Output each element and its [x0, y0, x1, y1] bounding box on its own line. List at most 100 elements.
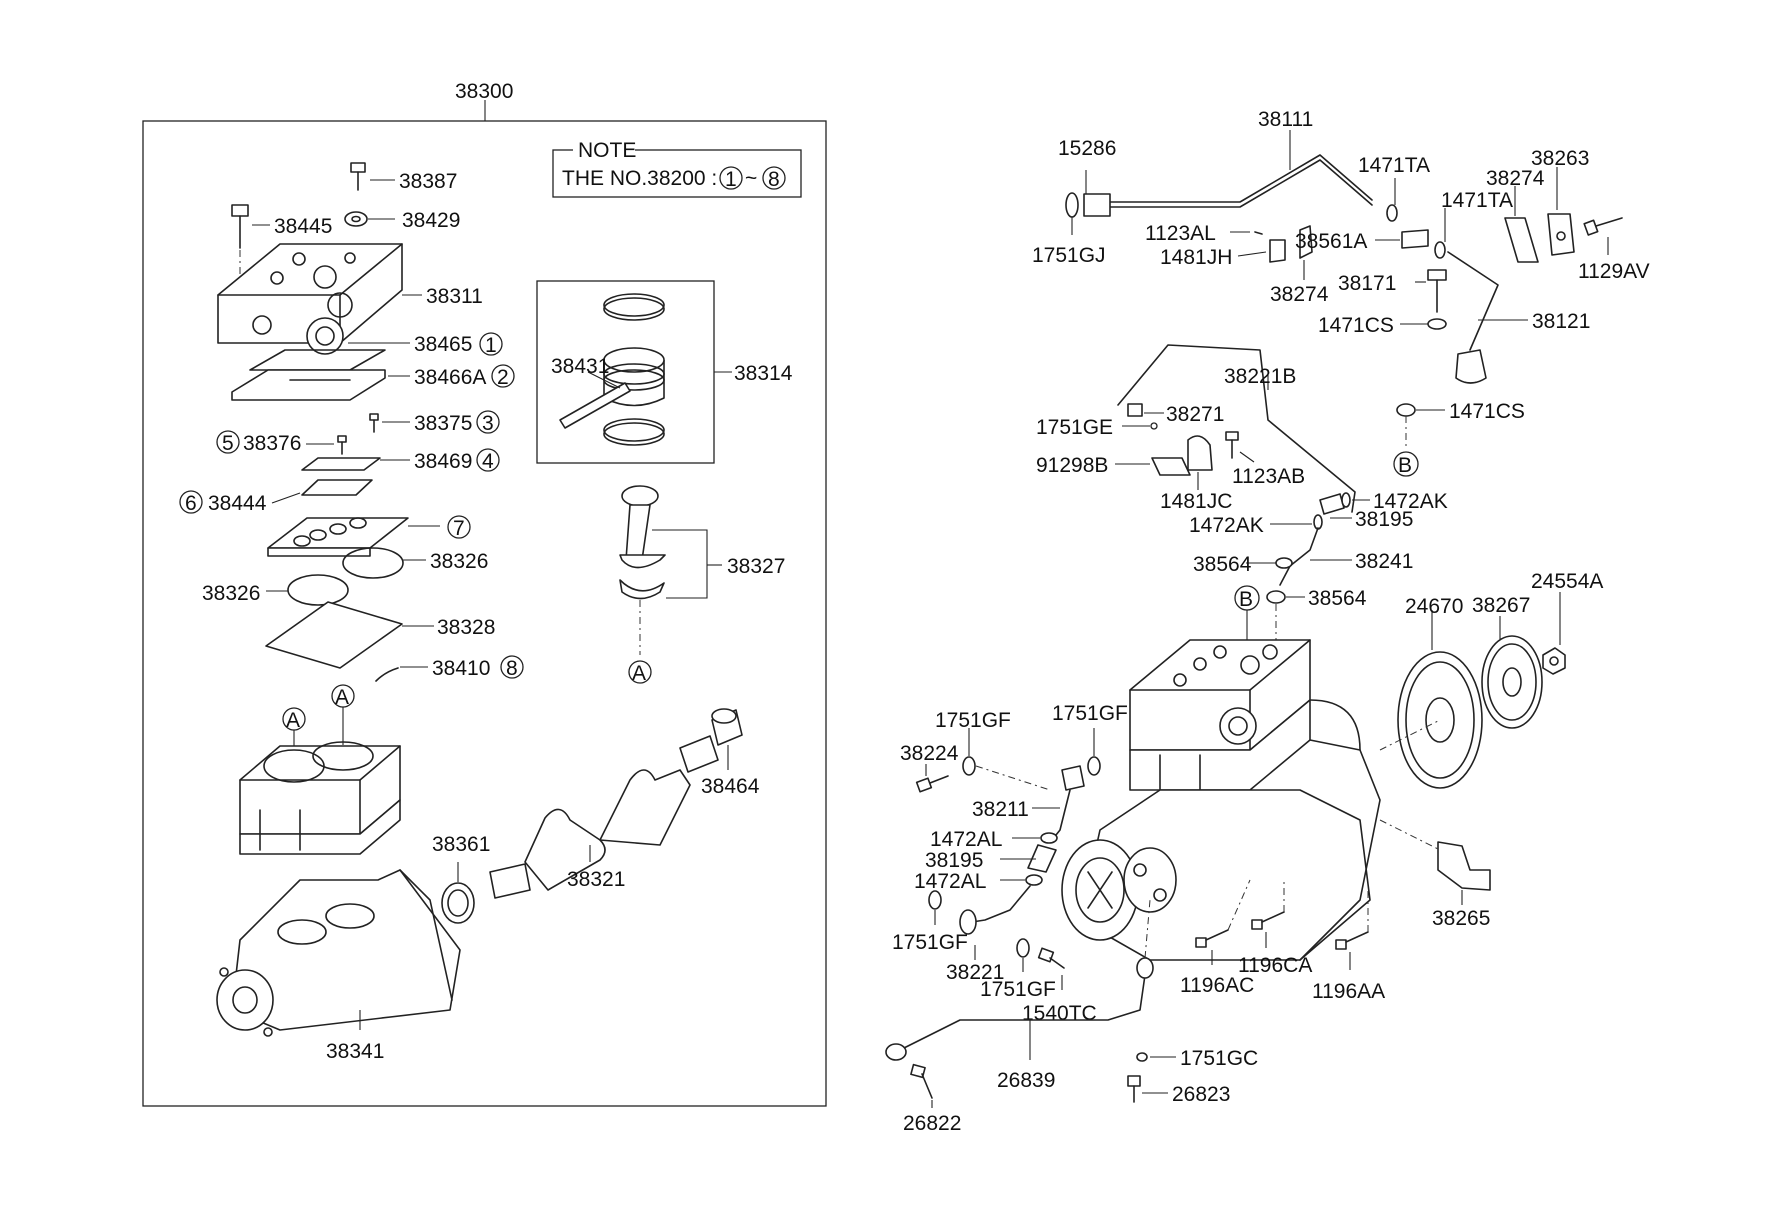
callout-one: 1	[485, 334, 497, 357]
callout-seven: 7	[453, 517, 465, 540]
part-label-1751GFd: 1751GF	[980, 978, 1056, 1001]
cylinder-block: A A	[239, 684, 401, 855]
bracket-38263: 38263	[1531, 147, 1589, 256]
part-label-38361: 38361	[432, 833, 490, 856]
bolt-26822: 26822	[903, 1063, 961, 1135]
pipe-38221: 38221	[946, 885, 1031, 984]
part-label-1471CSa: 1471CS	[1318, 314, 1394, 337]
part-label-38274b: 38274	[1486, 167, 1545, 190]
callout-eight: 8	[506, 657, 518, 680]
compressor-assembly	[1061, 639, 1381, 961]
callout-ref-b: B	[1398, 454, 1412, 477]
part-label-38221: 38221	[946, 961, 1004, 984]
part-label-38267: 38267	[1472, 594, 1530, 617]
part-label-1471TAb: 1471TA	[1441, 189, 1513, 212]
part-label-1481JH: 1481JH	[1160, 246, 1232, 269]
bolt-38445: 38445	[231, 204, 332, 300]
part-label-38444: 38444	[208, 492, 267, 515]
hose-38195-lower: 1472AL 38195 1472AL	[914, 828, 1058, 893]
note-range-end: 8	[768, 168, 780, 191]
callout-four: 4	[482, 450, 494, 473]
part-label-1540TC: 1540TC	[1022, 1002, 1097, 1025]
part-label-1751GC: 1751GC	[1180, 1047, 1258, 1070]
gear-24670: 24670	[1379, 595, 1483, 789]
part-label-38224: 38224	[900, 742, 959, 765]
callout-ref-a: A	[632, 662, 646, 685]
nut-24554A: 24554A	[1531, 570, 1603, 675]
screw-38376: 5 38376	[216, 430, 347, 455]
clamp-1471TA-lower: 1471TA	[1434, 189, 1513, 259]
bolt-1196AC: 1196AC	[1180, 879, 1254, 997]
part-label-38431: 38431	[551, 355, 609, 378]
callout-ref-a: A	[286, 709, 300, 732]
pipe-38221B: 38221B	[1117, 344, 1356, 513]
callout-six: 6	[185, 492, 197, 515]
callout-five: 5	[222, 432, 234, 455]
part-label-24554A: 24554A	[1531, 570, 1603, 593]
part-label-38464: 38464	[701, 775, 760, 798]
callout-ref-b: B	[1239, 588, 1253, 611]
part-label-38171: 38171	[1338, 272, 1396, 295]
part-label-38564b: 38564	[1308, 587, 1367, 610]
bolt-1129AV: 1129AV	[1578, 217, 1650, 283]
fitting-38271: 38271 1751GE	[1036, 403, 1224, 439]
part-label-1196AA: 1196AA	[1312, 980, 1385, 1003]
part-label-1751GE: 1751GE	[1036, 416, 1113, 439]
bolt-38224: 38224	[900, 742, 959, 793]
bolt-1123AB: 1123AB	[1225, 431, 1305, 488]
part-label-38271: 38271	[1166, 403, 1224, 426]
hose-38561A: 38561A	[1295, 229, 1429, 253]
part-label-38274a: 38274	[1270, 283, 1329, 306]
hose-38195-upper: 1472AK 1472AK 38195	[1189, 490, 1448, 537]
part-label-38469: 38469	[414, 450, 472, 473]
crankshaft-38321: 38321	[489, 735, 719, 899]
part-label-38326a: 38326	[430, 550, 488, 573]
part-label-38410: 38410	[432, 657, 490, 680]
washer-1471CS-upper: 1471CS	[1318, 314, 1447, 337]
part-label-1471TAa: 1471TA	[1358, 154, 1430, 177]
washer-1751GF-c: 1751GF	[892, 890, 968, 954]
part-label-15286: 15286	[1058, 137, 1116, 160]
bolt-38387: 38387	[350, 162, 457, 193]
part-label-1471CSb: 1471CS	[1449, 400, 1525, 423]
part-label-38375: 38375	[414, 412, 472, 435]
part-label-38265: 38265	[1432, 907, 1490, 930]
part-label-38195a: 38195	[1355, 508, 1413, 531]
note-text: THE NO.38200 :	[562, 167, 717, 190]
part-label-1751GFa: 1751GF	[935, 709, 1011, 732]
bolt-1196AA: 1196AA	[1312, 890, 1385, 1003]
cylinder-head-38311: 38311	[217, 243, 483, 355]
washer-1751GF-a: 1751GF	[935, 709, 1051, 791]
part-label-26822: 26822	[903, 1112, 961, 1135]
part-label-1472AKa: 1472AK	[1373, 490, 1448, 513]
valve-plate-7: 7	[267, 515, 471, 557]
part-label-1123AL: 1123AL	[1145, 222, 1216, 245]
clamp-1481JC: 1481JC	[1160, 435, 1232, 513]
part-label-1129AV: 1129AV	[1578, 260, 1650, 283]
part-label-38211: 38211	[972, 798, 1029, 821]
part-label-38445: 38445	[274, 215, 332, 238]
part-label-38466A: 38466A	[414, 366, 486, 389]
part-label-1751GFc: 1751GF	[892, 931, 968, 954]
fitting-15286: 15286 1751GJ	[1032, 137, 1116, 267]
part-label-38465: 38465	[414, 333, 472, 356]
part-label-38195b: 38195	[925, 849, 983, 872]
pin-38410: 38410 8	[375, 655, 524, 682]
washer-1471CS-lower: 1471CS B	[1393, 400, 1525, 477]
washer-1751GF-d: 1751GF	[980, 938, 1056, 1001]
note-range-start: 1	[725, 168, 737, 191]
part-label-38429: 38429	[402, 209, 460, 232]
part-label-38387: 38387	[399, 170, 457, 193]
part-label-38314: 38314	[734, 362, 793, 385]
bracket-38274: 38274	[1486, 167, 1545, 263]
bushing-38464: 38464	[701, 708, 760, 798]
bolt-1196CA: 1196CA	[1238, 880, 1312, 977]
note-range-sep: ~	[745, 167, 757, 190]
part-label-26823: 26823	[1172, 1083, 1230, 1106]
part-label-38341: 38341	[326, 1040, 384, 1063]
part-label-38326b: 38326	[202, 582, 260, 605]
note-box: NOTE THE NO.38200 : 1 ~ 8	[552, 139, 802, 198]
part-label-91298B: 91298B	[1036, 454, 1108, 477]
part-label-38376: 38376	[243, 432, 301, 455]
